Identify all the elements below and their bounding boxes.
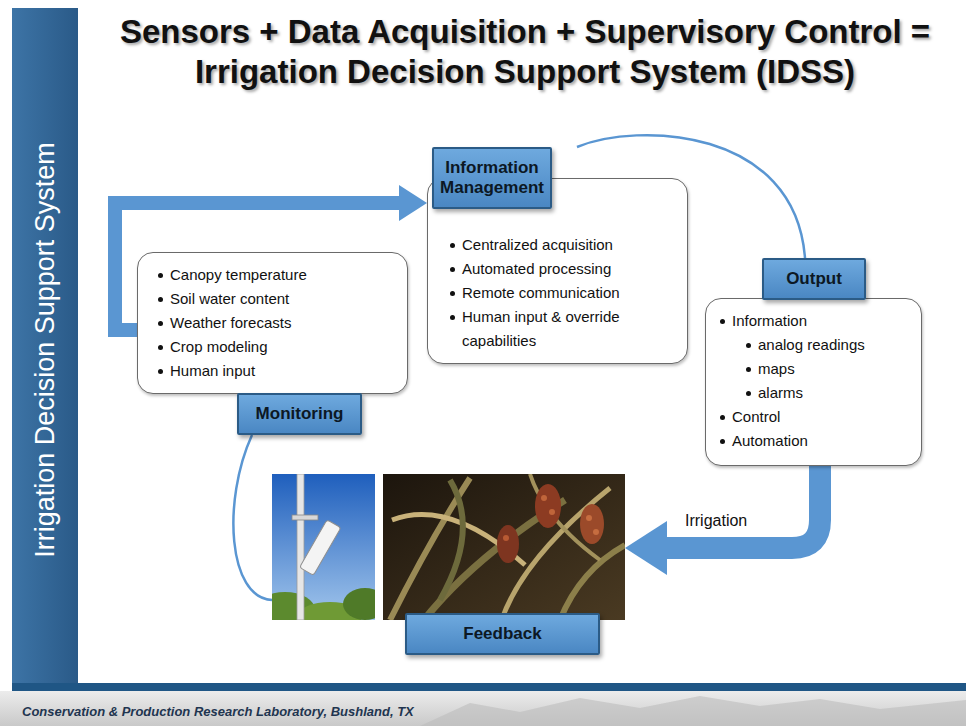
leaf [530, 474, 600, 560]
connector-label: Irrigation [683, 512, 749, 530]
field [383, 474, 625, 620]
bullet-item: Human input & override capabilities [448, 305, 677, 353]
bullet-item: Automated processing [448, 257, 677, 281]
mast [297, 474, 304, 620]
foliage [343, 588, 375, 620]
side-band-title: Irrigation Decision Support System [27, 70, 63, 630]
output-group: OutputInformationanalog readingsmapsalar… [705, 258, 922, 466]
seed-head [580, 504, 604, 544]
sensor-housing [300, 520, 341, 576]
rounded-box: Canopy temperatureSoil water contentWeat… [137, 252, 408, 394]
bullet-item: Information [718, 309, 913, 333]
bullet-item: analog readings [744, 333, 913, 357]
flow-connector [233, 435, 272, 600]
arrow-head [399, 185, 427, 221]
flow-connector [625, 466, 820, 575]
bullet-item: Soil water content [156, 287, 397, 311]
footer-bar [0, 691, 966, 726]
information-group: Information ManagementCentralized acquis… [427, 147, 688, 364]
connector-line [665, 466, 820, 548]
rounded-box: Informationanalog readingsmapsalarmsCont… [705, 298, 922, 466]
bullet-item: Automation [718, 429, 913, 453]
label-box: Output [762, 258, 866, 300]
sorghum-photo [383, 474, 625, 620]
crossbar [292, 515, 318, 520]
connector-line [233, 435, 272, 600]
bullet-item: Centralized acquisition [448, 233, 677, 257]
bullet-item: Control [718, 405, 913, 429]
slide-title: Sensors + Data Acquisition + Supervisory… [95, 12, 955, 92]
seed-head [535, 484, 561, 528]
label-box: Information Management [432, 147, 552, 209]
footer-rule [12, 683, 966, 691]
antenna-photo [272, 474, 375, 620]
side-band [12, 8, 78, 683]
leaf [440, 480, 463, 600]
label-box: Feedback [405, 613, 600, 655]
seed [593, 529, 599, 535]
bullet-item: Remote communication [448, 281, 677, 305]
feedback-group: Feedback [272, 474, 625, 655]
mountain-silhouette [420, 696, 966, 726]
bullet-item: maps [744, 357, 913, 381]
bullet-item: Weather forecasts [156, 311, 397, 335]
arrow-head [625, 521, 667, 575]
bullet-item: Human input [156, 359, 397, 383]
seed [586, 515, 592, 521]
bullet-item: Canopy temperature [156, 263, 397, 287]
seed-head [497, 525, 519, 563]
seed [549, 509, 555, 515]
leaf [390, 478, 470, 620]
bullet-item: Crop modeling [156, 335, 397, 359]
footer-credit: Conservation & Production Research Labor… [22, 704, 414, 720]
seed [541, 495, 547, 501]
bullet-item: alarms [744, 381, 913, 405]
monitoring-group: MonitoringCanopy temperatureSoil water c… [137, 252, 408, 435]
seed [503, 535, 509, 541]
label-box: Monitoring [237, 393, 362, 435]
